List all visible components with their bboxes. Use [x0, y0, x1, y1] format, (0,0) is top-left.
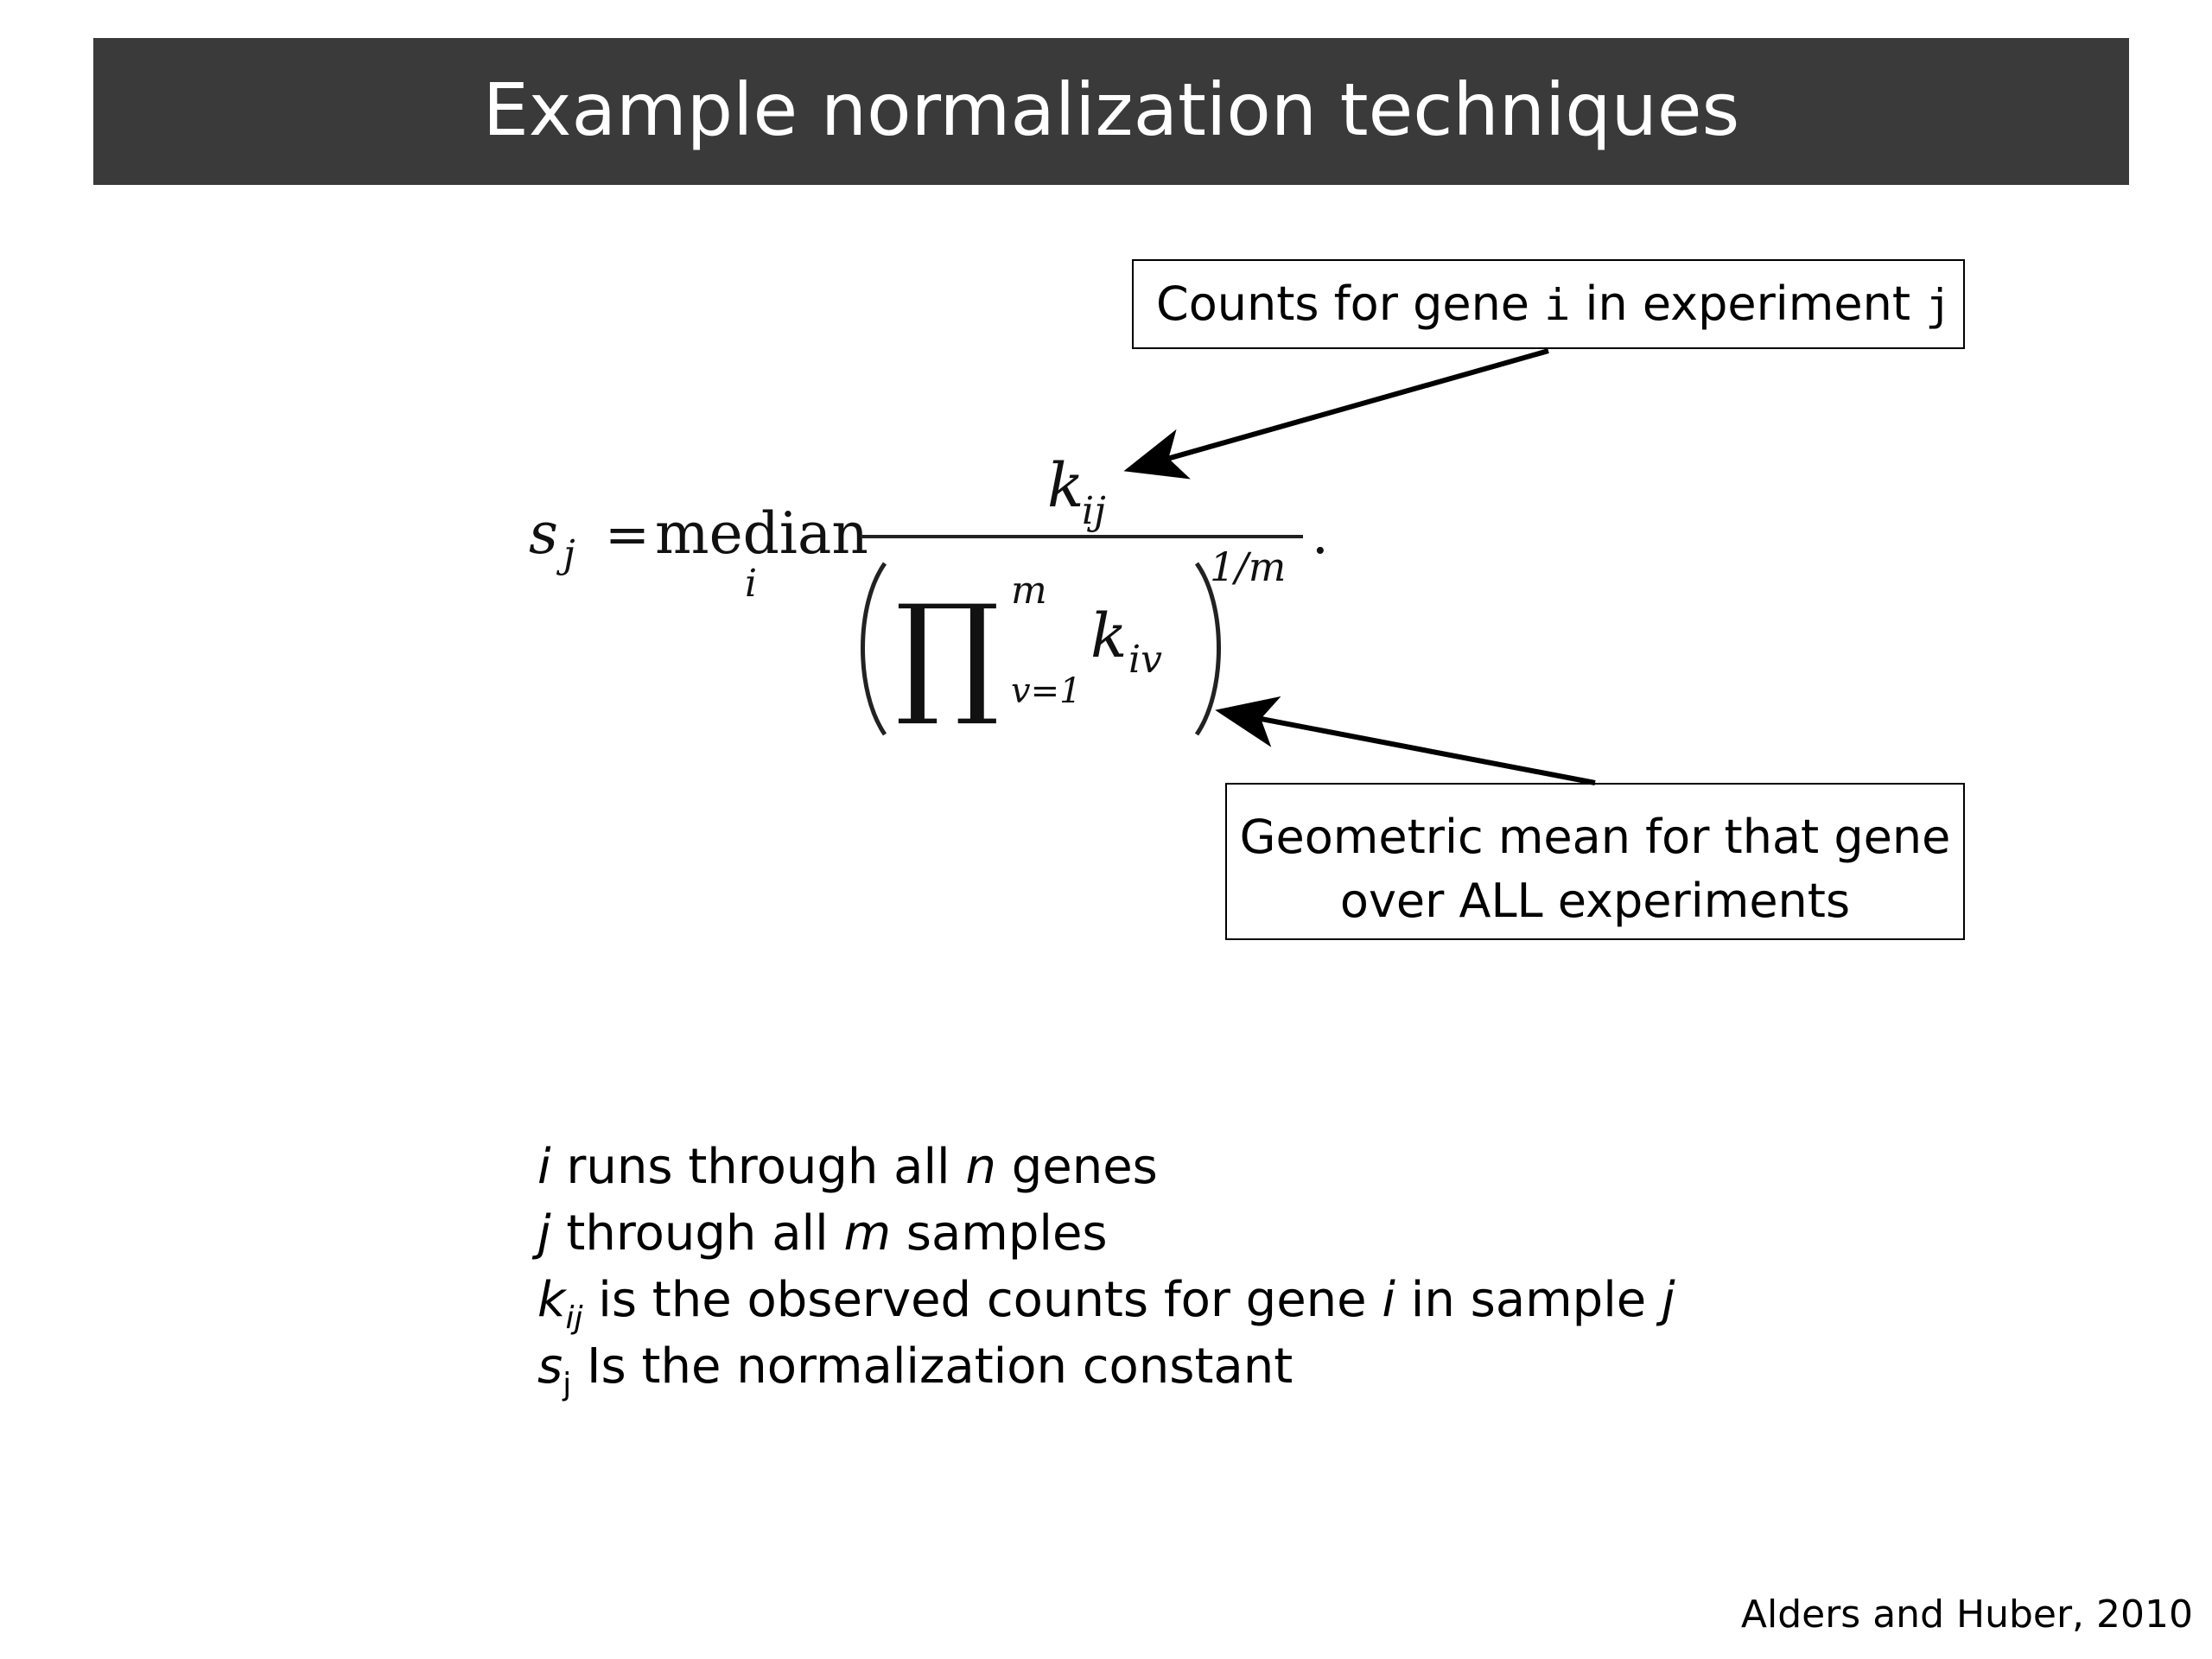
lhs-subscript-j: j [556, 532, 575, 576]
lhs-s: s [529, 500, 558, 567]
arrow-to-numerator [1123, 348, 1549, 480]
citation: Alders and Huber, 2010 [1740, 1592, 2193, 1637]
numerator-subscript-ij: ij [1082, 489, 1106, 533]
right-paren [1194, 562, 1221, 736]
counts-callout-text-1: Counts for gene [1156, 276, 1545, 331]
counts-callout: Counts for gene i in experiment j [1132, 259, 1965, 349]
title-bar: Example normalization techniques [93, 38, 2129, 185]
formula-period: . [1312, 503, 1329, 566]
definition-j: j through all m samples [537, 1205, 1108, 1262]
counts-callout-var-i: i [1544, 280, 1571, 330]
term-subscript-iv: iv [1128, 638, 1162, 682]
definition-sj: sj Is the normalization constant [537, 1338, 1294, 1402]
product-lower-v1: v=1 [1011, 671, 1082, 711]
numerator-k: k [1047, 450, 1084, 521]
geometric-mean-line-2: over ALL experiments [1339, 874, 1851, 928]
product-symbol: ∏ [895, 576, 1000, 729]
counts-callout-var-j: j [1925, 280, 1952, 330]
counts-callout-text-2: in experiment [1570, 276, 1926, 331]
exponent-1-over-m: 1/m [1210, 543, 1286, 590]
median-operator: median [655, 500, 868, 567]
geometric-mean-line-1: Geometric mean for that gene [1239, 810, 1951, 864]
equals-sign: = [605, 503, 650, 566]
definition-kij: kij is the observed counts for gene i in… [537, 1272, 1675, 1336]
term-k: k [1090, 601, 1127, 671]
definition-i: i runs through all n genes [537, 1139, 1158, 1195]
product-upper-m: m [1011, 569, 1047, 613]
left-paren [861, 562, 887, 736]
variable-definitions: i runs through all n genes j through all… [537, 1134, 1675, 1402]
median-subscript-i: i [745, 562, 757, 606]
arrow-to-denominator [1215, 696, 1596, 785]
slide-title: Example normalization techniques [482, 67, 1740, 152]
geometric-mean-callout: Geometric mean for that gene over ALL ex… [1225, 783, 1965, 940]
